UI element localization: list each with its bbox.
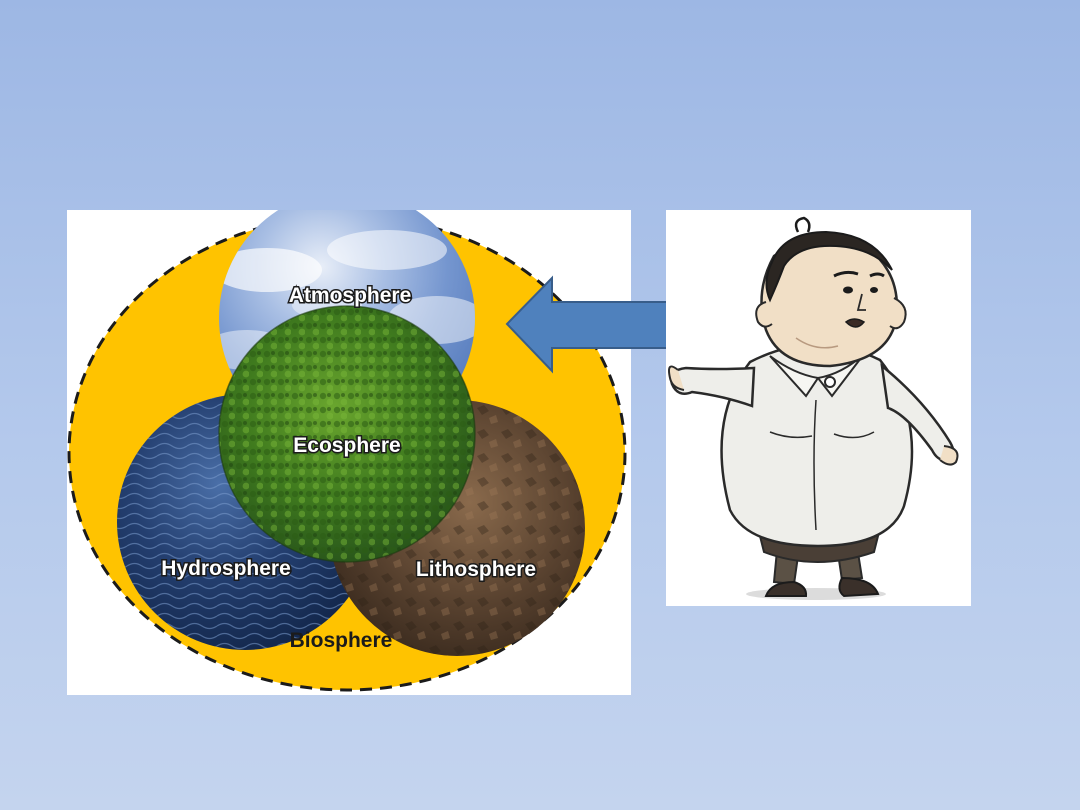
lithosphere-label: Lithosphere [416,558,536,581]
biosphere-label: Biosphere [290,629,393,652]
hydrosphere-label: Hydrosphere [161,557,291,580]
ecosphere-circle [218,305,476,563]
spheres-diagram: Atmosphere Ecosphere Hydrosphere Lithosp… [67,210,631,695]
atmosphere-label: Atmosphere [289,284,412,307]
spheres-diagram-graphic: Atmosphere Ecosphere Hydrosphere Lithosp… [67,210,627,692]
ecosphere-label: Ecosphere [293,434,400,457]
character-illustration-panel [666,210,971,606]
cartoon-scientist-icon [668,216,959,600]
